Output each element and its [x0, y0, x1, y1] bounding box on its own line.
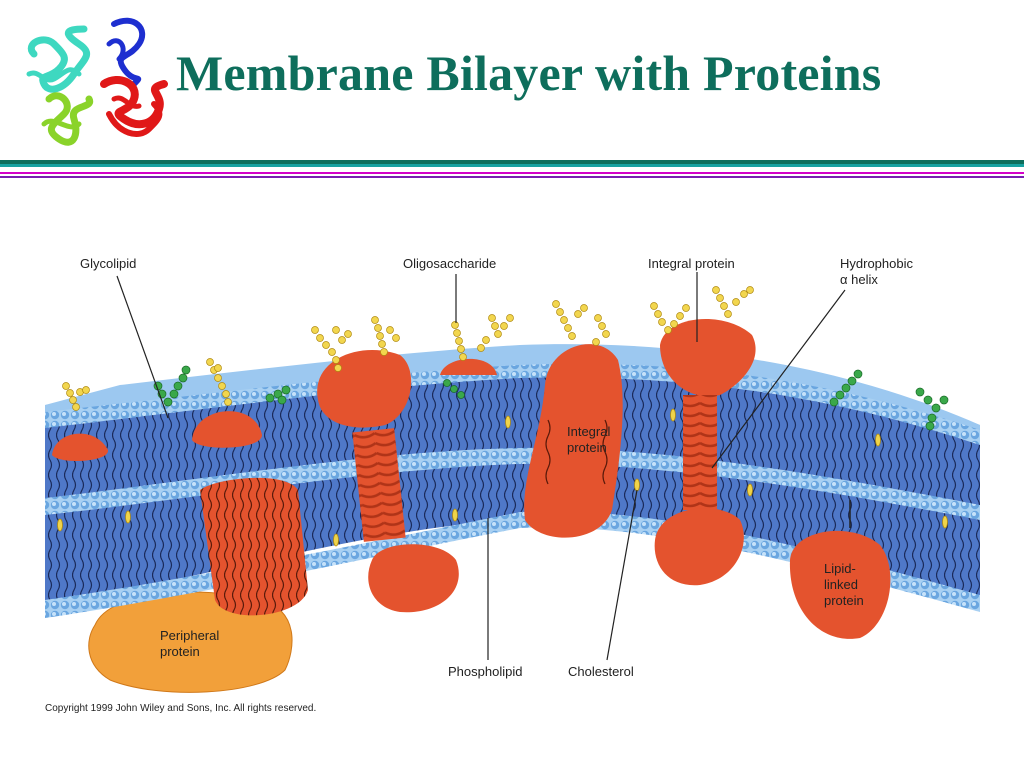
inner-upper-heads	[45, 447, 980, 520]
label-integral-protein: Integral protein	[648, 256, 735, 271]
label-cholesterol: Cholesterol	[568, 664, 634, 679]
protein-ribbon-logo-icon	[26, 17, 168, 146]
lipid-linked-protein-shape	[789, 530, 891, 639]
surface-protein-2	[192, 411, 262, 448]
header-rule-teal	[0, 164, 1024, 167]
slide-title: Membrane Bilayer with Proteins	[176, 45, 882, 101]
surface-protein-oligo	[440, 358, 497, 375]
protein-helix-1	[352, 428, 406, 542]
header-rule-purple	[0, 176, 1024, 178]
inner-leaflet-heads	[45, 511, 980, 618]
label-phospholipid: Phospholipid	[448, 664, 523, 679]
label-oligosaccharide: Oligosaccharide	[403, 256, 497, 271]
oligosaccharide-chains	[62, 286, 754, 411]
header-rule-dark	[0, 160, 1024, 164]
small-surface-protein-left	[52, 433, 109, 462]
integral-protein-bottom	[654, 508, 744, 586]
cholesterol-molecules	[57, 408, 948, 563]
label-hydrophobic-helix: Hydrophobic α helix	[840, 256, 913, 287]
label-peripheral-protein: Peripheral protein	[160, 628, 220, 659]
label-integral-protein-inner: Integral protein	[567, 424, 611, 455]
transmembrane-protein-left	[200, 477, 308, 616]
label-lipid-linked-protein: Lipid- linked protein	[824, 561, 864, 608]
protein-globular-bottom-1	[368, 544, 459, 613]
leader-lines	[116, 272, 846, 661]
copyright-notice: Copyright 1999 John Wiley and Sons, Inc.…	[45, 703, 317, 714]
glycolipid-chains	[153, 365, 949, 431]
integral-protein-large	[524, 344, 623, 538]
outer-leaflet-heads	[45, 357, 980, 445]
integral-protein-top	[660, 318, 756, 397]
label-glycolipid: Glycolipid	[80, 256, 137, 271]
hydrophobic-alpha-helix	[683, 395, 717, 510]
header-rule-magenta	[0, 172, 1024, 174]
